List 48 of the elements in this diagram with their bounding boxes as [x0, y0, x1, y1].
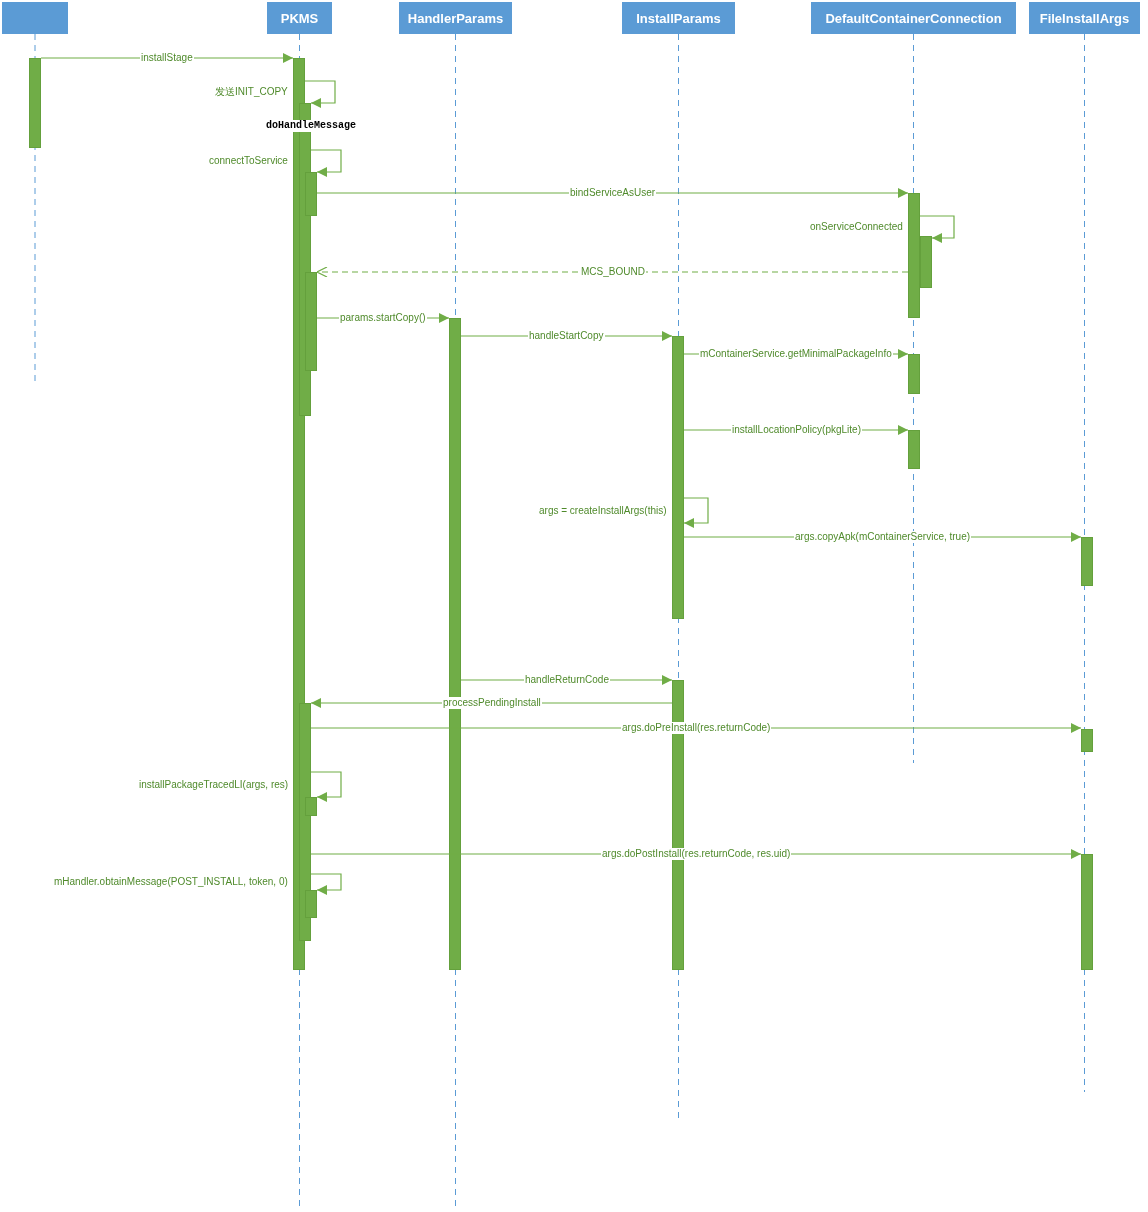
activation-bar: [305, 890, 317, 918]
activation-bar: [908, 430, 920, 469]
lifeline-header: HandlerParams: [399, 2, 512, 34]
activation-bar: [1081, 729, 1093, 752]
lifeline-header: [2, 2, 68, 34]
lifeline-header: PKMS: [267, 2, 332, 34]
message-arrow: [40, 53, 294, 63]
self-message-arrow: [683, 497, 709, 528]
activation-bar: [1081, 854, 1093, 970]
lifeline-header: DefaultContainerConnection: [811, 2, 1016, 34]
self-message-arrow: [310, 149, 342, 177]
activation-bar: [920, 236, 932, 288]
edge-label: processPendingInstall: [442, 697, 542, 709]
edge-label: handleReturnCode: [524, 674, 610, 686]
self-message-arrow: [310, 873, 342, 895]
edge-label: installStage: [140, 52, 194, 64]
self-message-arrow: [310, 771, 342, 802]
activation-bar: [299, 703, 311, 941]
activation-bar: [908, 193, 920, 318]
edge-label: 发送INIT_COPY: [214, 86, 289, 98]
edge-label: mContainerService.getMinimalPackageInfo: [699, 348, 893, 360]
edge-label: onServiceConnected: [809, 221, 904, 233]
edge-label: MCS_BOUND: [580, 266, 646, 278]
edge-label: bindServiceAsUser: [569, 187, 657, 199]
edge-label: installLocationPolicy(pkgLite): [731, 424, 862, 436]
edge-label: args.doPreInstall(res.returnCode): [621, 722, 772, 734]
self-message-arrow: [304, 80, 336, 108]
edge-label: handleStartCopy: [528, 330, 605, 342]
edge-label: installPackageTracedLI(args, res): [138, 779, 290, 791]
activation-bar: [305, 172, 317, 216]
edge-label: args = createInstallArgs(this): [538, 505, 668, 517]
message-arrow: [316, 188, 909, 198]
activation-bar: [672, 336, 684, 619]
edge-label: params.startCopy(): [339, 312, 427, 324]
lifeline-header: FileInstallArgs: [1029, 2, 1140, 34]
note-text: doHandleMessage: [265, 120, 357, 132]
edge-label: mHandler.obtainMessage(POST_INSTALL, token, 0): [53, 876, 289, 888]
activation-bar: [29, 58, 41, 148]
activation-bar: [908, 354, 920, 394]
edge-label: args.copyApk(mContainerService, true): [794, 531, 972, 543]
self-message-arrow: [919, 215, 955, 243]
activation-bar: [305, 272, 317, 371]
activation-bar: [305, 797, 317, 816]
edge-label: connectToService: [208, 155, 289, 167]
activation-bar: [1081, 537, 1093, 586]
return-arrow: [316, 266, 909, 278]
lifeline-header: InstallParams: [622, 2, 735, 34]
edge-label: args.doPostInstall(res.returnCode, res.uid): [601, 848, 792, 860]
